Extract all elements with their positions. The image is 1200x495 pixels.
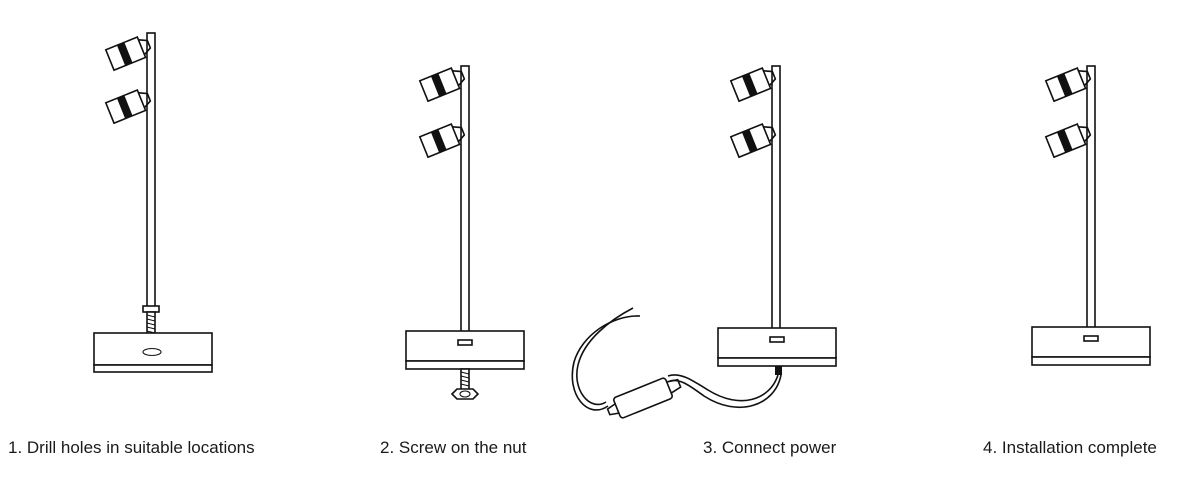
step-2-pole <box>460 65 470 343</box>
step-3-screw <box>775 366 782 375</box>
step-2-screw <box>460 368 470 392</box>
step-3-spotlight-bottom <box>729 120 779 158</box>
step-2-mount-base <box>405 330 525 370</box>
step-2-spotlight-top <box>418 64 468 102</box>
step-3-driver-box <box>606 377 682 419</box>
step-3-spotlight-top <box>729 64 779 102</box>
step-4-spotlight-top <box>1044 64 1094 102</box>
step-3-illustration <box>571 64 837 419</box>
step-1-mount-base <box>93 332 213 373</box>
step-1-spotlight-top <box>104 33 154 71</box>
step-3-power-cable <box>571 307 782 419</box>
step-4-pole <box>1086 65 1096 345</box>
step-4-caption: 4. Installation complete <box>983 438 1157 457</box>
step-1-pole <box>146 32 156 309</box>
step-3-mount-base <box>717 327 837 367</box>
step-1-spotlight-bottom <box>104 86 154 124</box>
step-2-caption: 2. Screw on the nut <box>380 438 527 457</box>
step-2-illustration <box>405 64 525 400</box>
step-1-drill-hole <box>142 347 162 357</box>
step-4-illustration <box>1031 64 1151 366</box>
step-1-caption: 1. Drill holes in suitable locations <box>8 438 255 457</box>
step-3-pole <box>771 65 781 345</box>
step-4-mount-base <box>1031 326 1151 366</box>
step-1-illustration <box>93 32 213 373</box>
step-2-nut <box>450 388 480 400</box>
step-4-spotlight-bottom <box>1044 120 1094 158</box>
step-1-screw <box>142 305 160 337</box>
step-3-caption: 3. Connect power <box>703 438 837 457</box>
step-2-spotlight-bottom <box>418 120 468 158</box>
